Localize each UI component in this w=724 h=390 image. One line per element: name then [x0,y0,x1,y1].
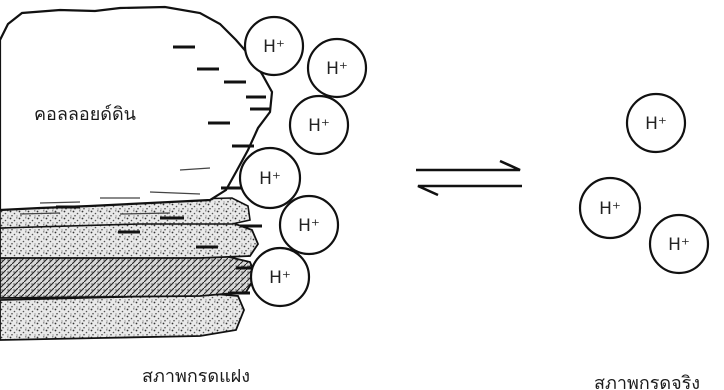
soil-layer-4 [0,254,258,299]
adsorbed-h-ion: H⁺ [278,194,340,256]
soil-colloid-main [0,5,274,212]
svg-text:H⁺: H⁺ [645,114,667,134]
free-h-ion: H⁺ [578,176,642,240]
free-ions: H⁺ H⁺ H⁺ [578,92,710,275]
adsorbed-ions: H⁺ H⁺ H⁺ H⁺ H⁺ H⁺ [238,15,368,308]
potential-acidity-label: สภาพกรดแฝง [142,366,250,387]
equilibrium-arrows [416,159,522,197]
active-acidity-label: สภาพกรดจริง [594,373,700,390]
free-h-ion: H⁺ [625,92,687,154]
svg-text:H⁺: H⁺ [668,235,690,255]
adsorbed-h-ion: H⁺ [288,94,350,156]
svg-text:H⁺: H⁺ [308,116,330,136]
free-h-ion: H⁺ [648,213,710,275]
svg-text:H⁺: H⁺ [298,216,320,236]
svg-text:H⁺: H⁺ [263,37,285,57]
colloid-label: คอลลอยด์ดิน [34,104,136,125]
svg-text:H⁺: H⁺ [326,59,348,79]
svg-text:H⁺: H⁺ [259,169,281,189]
svg-text:H⁺: H⁺ [269,268,291,288]
soil-colloid [0,5,274,341]
svg-text:H⁺: H⁺ [599,199,621,219]
adsorbed-h-ion: H⁺ [243,15,305,77]
adsorbed-h-ion: H⁺ [306,37,368,99]
forward-arrow [416,159,521,172]
soil-layer-5 [0,293,245,341]
surface-texture [19,167,211,215]
adsorbed-h-ion: H⁺ [249,246,311,308]
negative-charges [56,45,270,295]
reverse-arrow [417,184,522,197]
adsorbed-h-ion: H⁺ [238,146,302,210]
